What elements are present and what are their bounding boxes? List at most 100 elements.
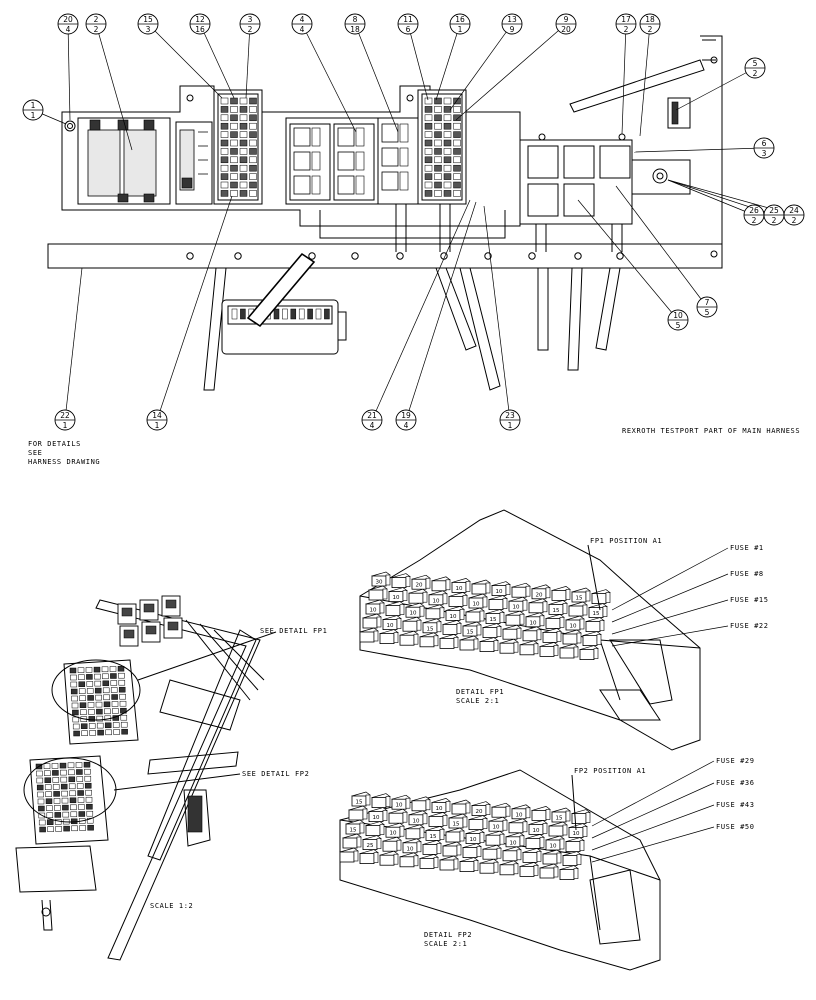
detail-fuse xyxy=(511,586,527,598)
balloon-item-number: 1 xyxy=(31,101,36,110)
fuse-rating: 10 xyxy=(413,818,420,824)
detail-fuse xyxy=(482,848,498,860)
fuse-slot xyxy=(230,131,238,138)
detail-fuse xyxy=(405,828,421,840)
balloon-quantity: 3 xyxy=(762,149,767,158)
detail-fuse xyxy=(485,834,501,846)
fuse-rating: 10 xyxy=(407,846,414,852)
detail-fuse xyxy=(459,639,475,651)
fuse-slot xyxy=(220,164,229,172)
iso-fuse-slot xyxy=(118,679,126,686)
detail-fuse xyxy=(565,841,581,852)
fuse-slot xyxy=(443,131,452,138)
iso-fuse-slot xyxy=(77,797,85,803)
detail-fuse xyxy=(479,862,495,874)
fuse-slot xyxy=(434,181,442,189)
detail-fuse xyxy=(411,800,427,812)
iso-fuse-slot xyxy=(60,769,67,776)
balloon-item-number: 7 xyxy=(705,298,710,307)
fuse-rating: 10 xyxy=(510,840,517,846)
leader-b7 xyxy=(615,185,708,308)
fuse-slot xyxy=(239,173,248,180)
balloon-quantity: 3 xyxy=(146,25,151,34)
fuse-slot xyxy=(220,148,229,155)
fuse-rating: 20 xyxy=(476,809,483,815)
detail-fuse xyxy=(402,620,418,632)
fuse-slot xyxy=(453,131,461,138)
balloon-quantity: 1 xyxy=(63,421,68,430)
balloon-quantity: 1 xyxy=(31,111,36,120)
balloon-quantity: 5 xyxy=(676,321,681,330)
iso-fuse-slot xyxy=(103,701,111,708)
fuse-slot xyxy=(443,139,452,147)
iso-fuse-slot xyxy=(77,790,84,796)
relay xyxy=(381,171,399,191)
iso-fuse-slot xyxy=(109,666,117,672)
detail-fuse xyxy=(508,822,524,834)
connector-pin xyxy=(240,308,246,320)
fuse-slot xyxy=(424,131,433,138)
note-details-2: SEE xyxy=(28,449,42,457)
detail-fuse xyxy=(545,618,561,629)
fuse-rating: 10 xyxy=(370,608,377,614)
balloon-quantity: 1 xyxy=(155,421,160,430)
balloon-quantity: 2 xyxy=(624,25,629,34)
balloon-item-14: 141 xyxy=(146,409,168,431)
fuse-slot xyxy=(434,156,442,164)
fuse-slot xyxy=(424,181,433,189)
balloon-item-number: 25 xyxy=(769,206,779,215)
iso-fuse-slot xyxy=(70,681,78,688)
balloon-item-number: 13 xyxy=(507,15,517,24)
detail-fuse xyxy=(579,649,595,660)
detail-fuse xyxy=(525,838,541,849)
fuse-rating: 10 xyxy=(387,623,394,629)
balloon-quantity: 16 xyxy=(195,25,205,34)
iso-fuse-slot xyxy=(113,729,120,735)
fuse-slot xyxy=(443,97,452,105)
iso-fuse-slot xyxy=(79,702,87,708)
balloon-item-number: 17 xyxy=(621,15,631,24)
fuse-slot xyxy=(249,97,257,105)
balloon-item-number: 24 xyxy=(789,206,799,215)
fuse-slot xyxy=(424,164,433,172)
fuse-rating: 15 xyxy=(553,608,560,614)
balloon-quantity: 2 xyxy=(752,216,757,225)
detail-fuse xyxy=(542,853,558,865)
balloon-item-number: 18 xyxy=(645,15,655,24)
iso-fuse-slot xyxy=(104,708,111,715)
fuse-slot xyxy=(230,181,238,189)
leader-b21 xyxy=(371,199,471,421)
detail-fuse xyxy=(459,861,475,872)
fuse-slot xyxy=(424,173,433,180)
iso-fuse-slot xyxy=(45,798,53,804)
fuse-rating: 20 xyxy=(536,592,543,598)
fuse-rating: 30 xyxy=(376,580,383,586)
iso-fuse-slot xyxy=(85,796,93,803)
leader-b15 xyxy=(147,23,223,99)
fuse-slot xyxy=(434,164,442,172)
iso-fuse-slot xyxy=(97,729,104,736)
iso-fuse-slot xyxy=(93,666,101,673)
fuse-slot xyxy=(239,148,248,155)
iso-fuse-slot xyxy=(55,826,62,832)
detail-fuse xyxy=(371,797,387,808)
fuse-rating: 10 xyxy=(493,825,500,831)
balloon-item-number: 3 xyxy=(248,15,253,24)
detail-fuse xyxy=(542,632,558,643)
iso-fuse-slot xyxy=(75,762,83,768)
iso-fuse-slot xyxy=(38,819,46,826)
balloon-item-25: 252 xyxy=(763,204,785,226)
fuse-slot xyxy=(443,114,452,122)
fuse-slot xyxy=(220,131,229,138)
fuse-slot xyxy=(239,156,248,164)
balloon-item-1: 11 xyxy=(22,99,44,121)
balloon-item-number: 16 xyxy=(455,15,465,24)
detail-fuse xyxy=(439,859,455,871)
main-bracket-assembly xyxy=(47,35,723,391)
fuse-slot xyxy=(434,190,442,197)
leader-b11 xyxy=(407,23,429,101)
iso-fuse-slot xyxy=(102,673,109,680)
detail-fuse xyxy=(368,589,384,601)
iso-fuse-slot xyxy=(110,687,118,693)
